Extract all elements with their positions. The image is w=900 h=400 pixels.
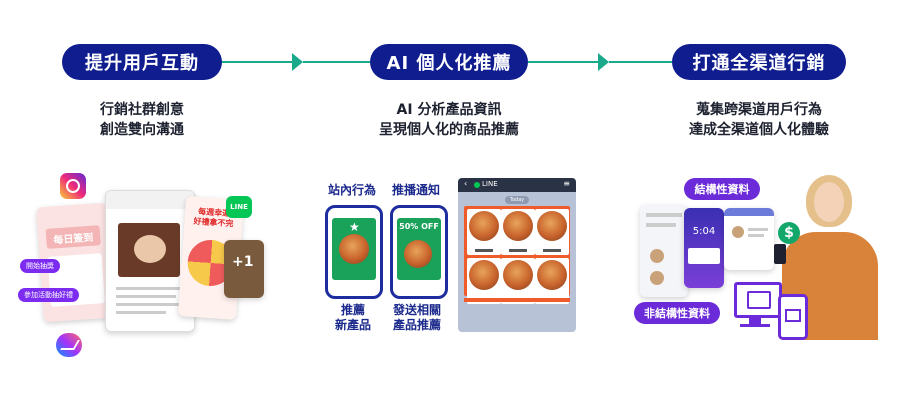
desc-line: 呈現個人化的商品推薦 xyxy=(379,122,519,138)
step-title: 提升用戶互動 xyxy=(85,53,199,74)
post-phone xyxy=(105,190,195,332)
phone-push: 50% OFF xyxy=(390,205,448,299)
monitor-icon xyxy=(734,282,782,318)
phone-screen: ★ xyxy=(332,218,376,280)
line-dot-icon xyxy=(474,182,480,188)
caption-line: 新產品 xyxy=(334,318,371,332)
line-header-title: LINE xyxy=(482,180,498,188)
text-line xyxy=(116,287,182,290)
caption-line: 發送相關 xyxy=(392,303,441,317)
product-image xyxy=(732,226,744,238)
cake-image xyxy=(134,235,166,263)
promo-banner xyxy=(464,298,570,302)
coupon-text: 50% OFF xyxy=(399,222,439,231)
desc-line: 達成全渠道個人化體驗 xyxy=(689,122,829,138)
chat-bubble-icon xyxy=(747,291,771,309)
step-pill-ai-recommendation: AI 個人化推薦 xyxy=(370,44,528,80)
product-image xyxy=(650,271,664,285)
phone-header xyxy=(106,191,194,209)
chip-join-event: 參加活動抽好禮 xyxy=(18,288,79,302)
line-chat-header: ‹ LINE ≡ xyxy=(458,178,576,192)
text-line xyxy=(116,311,166,314)
step-title: AI 個人化推薦 xyxy=(386,53,512,74)
tag-unstructured-data: 非結構性資料 xyxy=(634,302,720,324)
monitor-stand xyxy=(749,315,761,325)
desc-line: 行銷社群創意 xyxy=(100,102,184,118)
caption-line: 推薦 xyxy=(340,303,365,317)
chat-screen xyxy=(724,208,774,270)
mobile-mail-icon xyxy=(778,294,808,340)
instagram-icon xyxy=(60,173,86,199)
step-description: 蒐集跨渠道用戶行為 達成全渠道個人化體驗 xyxy=(649,100,869,140)
text-line xyxy=(116,303,180,306)
arrow-right-icon xyxy=(598,53,609,71)
wheel-title-line: 好禮拿不完 xyxy=(193,216,234,229)
notification-card xyxy=(688,248,720,264)
monitor-base xyxy=(740,324,770,327)
checkin-title: 每日簽到 xyxy=(45,225,101,249)
line-chat-window: ‹ LINE ≡ Today xyxy=(458,178,576,332)
phone-onsite: ★ xyxy=(325,205,383,299)
menu-icon: ≡ xyxy=(563,179,570,188)
step-pill-engagement: 提升用戶互動 xyxy=(62,44,222,80)
person-face xyxy=(814,182,844,222)
caption-new-product: 推薦 新產品 xyxy=(326,303,380,333)
connector-line xyxy=(528,61,598,63)
food-image xyxy=(404,240,432,268)
connector-line xyxy=(222,61,292,63)
lockscreen-time: 5:04 xyxy=(692,226,716,237)
connector-line xyxy=(609,61,672,63)
caption-related-product: 發送相關 產品推薦 xyxy=(384,303,450,333)
product-grid-card xyxy=(464,206,570,304)
star-icon: ★ xyxy=(349,220,360,234)
date-chip: Today xyxy=(505,196,529,204)
lockscreen-phone: 5:04 xyxy=(684,208,724,288)
arrow-right-icon xyxy=(292,53,303,71)
desc-line: AI 分析產品資訊 xyxy=(396,102,502,118)
step-description: 行銷社群創意 創造雙向溝通 xyxy=(32,100,252,140)
coffee-card: +1 xyxy=(224,240,264,298)
text-line xyxy=(116,295,176,298)
mail-icon xyxy=(785,309,801,322)
back-arrow-icon: ‹ xyxy=(464,179,468,188)
app-screen-1 xyxy=(640,205,688,297)
desc-line: 蒐集跨渠道用戶行為 xyxy=(696,102,822,118)
messenger-icon xyxy=(56,333,82,357)
product-image xyxy=(650,249,664,263)
pizza-image xyxy=(339,234,369,264)
desc-line: 創造雙向溝通 xyxy=(100,122,184,138)
chip-start-draw: 開始抽獎 xyxy=(20,259,60,273)
caption-line: 產品推薦 xyxy=(392,318,441,332)
dollar-icon: $ xyxy=(778,222,800,244)
connector-line xyxy=(303,61,370,63)
step-pill-omnichannel: 打通全渠道行銷 xyxy=(672,44,846,80)
tag-structured-data: 結構性資料 xyxy=(684,178,760,200)
phone-in-hand xyxy=(774,244,786,264)
line-icon: LINE xyxy=(226,196,252,218)
step-title: 打通全渠道行銷 xyxy=(692,53,826,74)
phone-screen: 50% OFF xyxy=(397,218,441,280)
step-description: AI 分析產品資訊 呈現個人化的商品推薦 xyxy=(339,100,559,140)
plus-one-badge: +1 xyxy=(232,254,254,270)
label-onsite-behavior: 站內行為 xyxy=(327,183,376,197)
label-push-notification: 推播通知 xyxy=(391,183,440,197)
